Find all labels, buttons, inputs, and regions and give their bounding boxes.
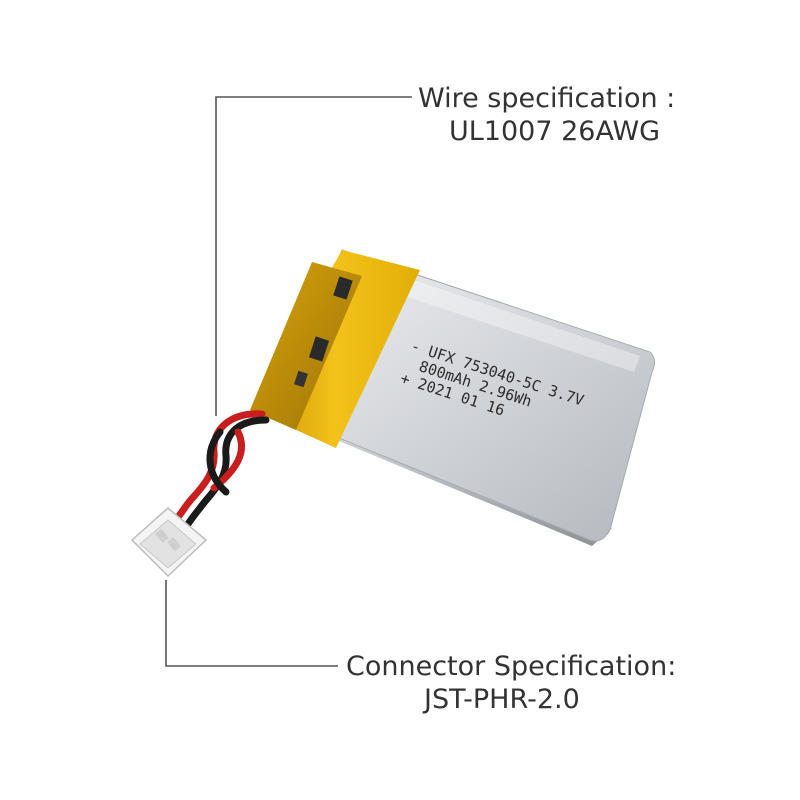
wire-spec-title: Wire specification :	[418, 83, 676, 114]
jst-connector	[130, 507, 208, 578]
connector-spec-title: Connector Specification:	[346, 651, 677, 682]
black-wire-twist	[206, 428, 230, 496]
cell-highlight	[356, 262, 640, 372]
pcm-chip	[294, 370, 308, 388]
connector-spec-value: JST-PHR-2.0	[424, 684, 580, 715]
wire-spec-value: UL1007 26AWG	[449, 116, 661, 147]
lead-wires	[166, 410, 270, 538]
wire-leader-line	[215, 96, 412, 416]
battery-cell: - UFX 753040-5C 3.7V 800mAh 2.96Wh + 202…	[250, 249, 656, 546]
pcm-board	[250, 262, 362, 430]
pcm-chip	[308, 336, 330, 362]
pcm-chip	[333, 276, 353, 300]
connector-spec-callout: Connector Specification: JST-PHR-2.0	[346, 650, 676, 716]
wire-spec-callout: Wire specification : UL1007 26AWG	[418, 82, 675, 148]
connector-leader-line	[165, 580, 338, 667]
red-wire	[166, 410, 266, 534]
